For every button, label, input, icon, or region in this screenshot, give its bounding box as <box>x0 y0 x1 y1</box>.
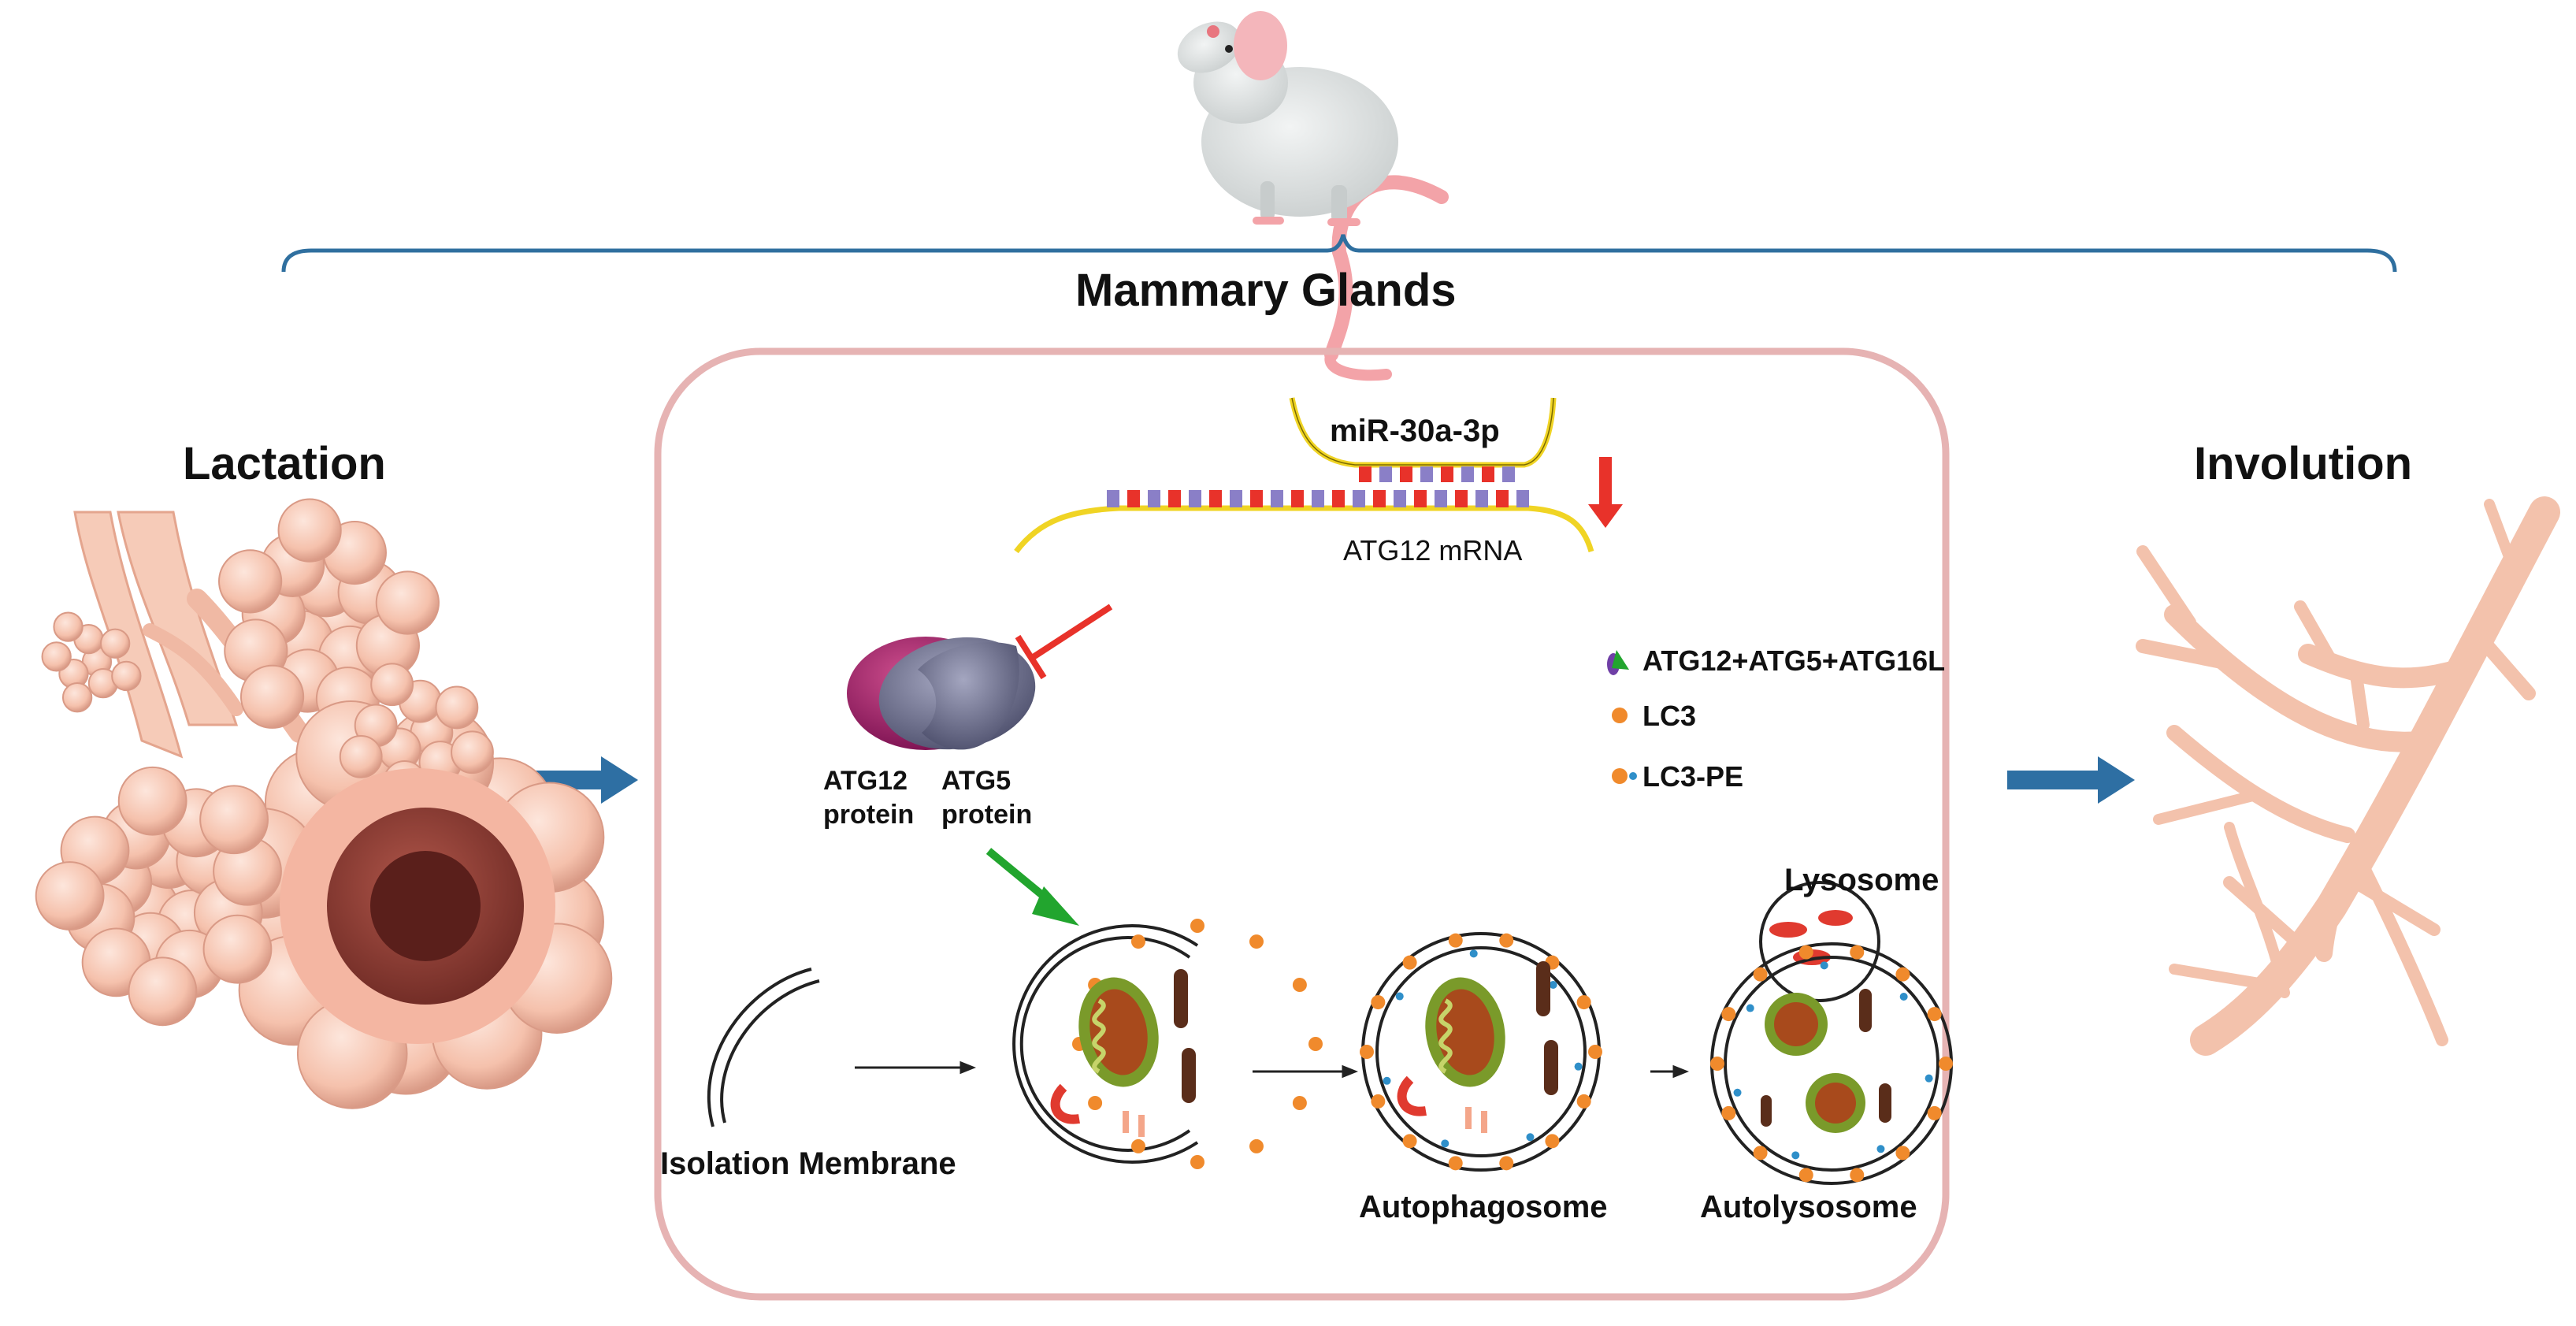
atg12-protein-label-line1: ATG12 <box>823 766 908 796</box>
mammary-bracket <box>281 234 2397 273</box>
autolysosome <box>1710 881 1953 1185</box>
atg12-protein-label-line2: protein <box>823 800 915 830</box>
lysosome <box>1759 881 1880 1002</box>
lysosome-label: Lysosome <box>1784 863 1939 897</box>
flow-arrow-right <box>2007 756 2135 804</box>
autophagosome <box>1360 932 1602 1172</box>
mrna-label: ATG12 mRNA <box>1343 534 1523 566</box>
legend-icons <box>1607 650 1637 784</box>
autophagosome-label: Autophagosome <box>1359 1190 1608 1224</box>
atg12-atg5-protein-complex <box>847 637 1036 761</box>
lactation-tissue-illustration <box>35 498 613 1109</box>
process-arrows <box>855 1060 1690 1079</box>
involution-duct-illustration <box>2136 496 2560 1056</box>
isolation-membrane-label: Isolation Membrane <box>660 1146 956 1181</box>
legend-label-lc3: LC3 <box>1642 700 1697 732</box>
atg5-protein-label-line2: protein <box>941 800 1033 830</box>
atg5-protein-label-line1: ATG5 <box>941 766 1011 796</box>
autophagy-panel <box>654 347 1950 1301</box>
autolysosome-label: Autolysosome <box>1700 1190 1917 1224</box>
mirna-label: miR-30a-3p <box>1330 414 1500 448</box>
mouse-icon <box>1177 11 1449 381</box>
diagram-title: Mammary Glands <box>1075 265 1457 316</box>
legend-label-complex: ATG12+ATG5+ATG16L <box>1642 644 1946 677</box>
inhibition-symbol <box>1015 604 1113 680</box>
phagophore <box>1012 919 1323 1169</box>
mirna-mrna-duplex <box>1014 397 1623 554</box>
isolation-membrane <box>707 968 820 1127</box>
downregulation-arrow <box>1599 457 1612 504</box>
legend-label-lc3-pe: LC3-PE <box>1642 760 1744 793</box>
activation-arrow <box>985 848 1079 926</box>
stage-label-involution: Involution <box>2194 438 2413 489</box>
stage-label-lactation: Lactation <box>183 438 386 489</box>
